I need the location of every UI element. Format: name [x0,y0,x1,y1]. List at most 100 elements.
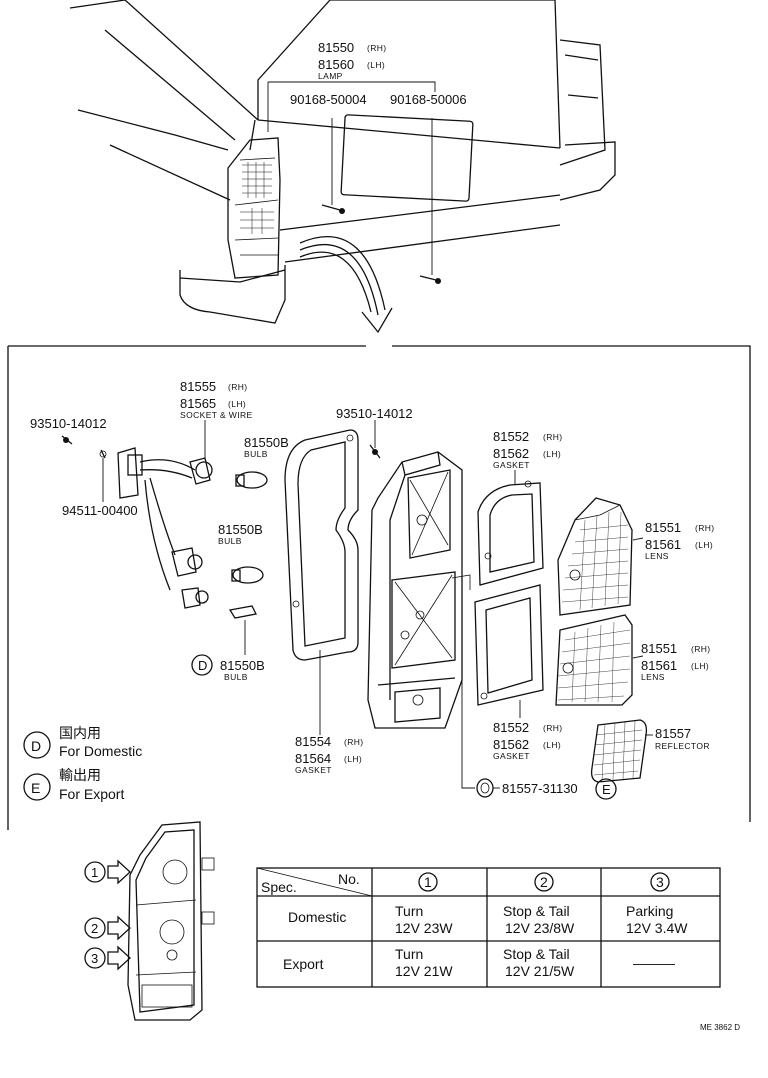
lamp-housing-illustration [367,420,471,729]
svg-text:(LH): (LH) [543,449,561,459]
bulb-illustrations [228,471,268,619]
screw-a-number: 90168-50004 [290,92,367,107]
bulb3-name: BULB [224,672,248,682]
lamp-lh-number: 81560 [318,57,354,72]
cell-domestic-1-a: Turn [395,903,423,919]
lens-low-name: LENS [641,672,665,682]
gasket-up-lh-number: 81562 [493,446,529,461]
svg-text:(LH): (LH) [691,661,709,671]
gaskets-illustration [474,470,544,718]
callout-1: 1 [91,865,98,880]
gasket-outer-lh-number: 81564 [295,751,331,766]
bolt-left-number: 93510-14012 [30,416,107,431]
screw-b-number: 90168-50006 [390,92,467,107]
lenses-illustration [555,497,644,706]
svg-text:(RH): (RH) [695,523,715,533]
figure-code: ME 3862 D [700,1023,740,1032]
reflector-labels: 81557 REFLECTOR 81557-31130 E [502,726,710,800]
bolt-right-number: 93510-14012 [336,406,413,421]
lamp-assembly-label: 81550 (RH) 81560 (LH) LAMP 90168-50004 9… [290,40,467,107]
bulb2-number: 81550B [218,522,263,537]
table-col-3: 3 [656,874,664,890]
lamp-rh-number: 81550 [318,40,354,55]
row-export-label: Export [283,956,324,972]
bulb1-number: 81550B [244,435,289,450]
svg-text:(LH): (LH) [228,399,246,409]
socket-and-wire [61,420,213,609]
housing-bolt-label: 93510-14012 [336,406,413,421]
svg-text:(RH): (RH) [367,43,387,53]
bulb1-name: BULB [244,449,268,459]
cell-export-1-a: Turn [395,946,423,962]
lens-low-lh-number: 81561 [641,658,677,673]
gasket-outer-name: GASKET [295,765,332,775]
row-domestic-label: Domestic [288,909,346,925]
market-legend: D 国内用 For Domestic E 輸出用 For Export [23,725,142,802]
svg-text:(RH): (RH) [228,382,248,392]
cell-domestic-3-a: Parking [626,903,673,919]
gasket-labels: 81552 (RH) 81562 (LH) GASKET 81552 (RH) … [493,429,563,761]
svg-text:(RH): (RH) [543,432,563,442]
legend-d-en: For Domestic [59,743,142,759]
legend-d-jp: 国内用 [59,725,101,741]
reflector-number: 81557 [655,726,691,741]
reflector-name: REFLECTOR [655,741,710,751]
legend-e-en: For Export [59,786,124,802]
socket-labels: 81555 (RH) 81565 (LH) SOCKET & WIRE 9351… [30,379,253,518]
socket-lh-number: 81565 [180,396,216,411]
vehicle-rear-illustration [69,0,616,334]
legend-d-mark: D [31,738,41,754]
svg-text:(RH): (RH) [691,644,711,654]
bulb2-name: BULB [218,536,242,546]
reflector-illustration [461,650,653,798]
gasket-outer-rh-number: 81554 [295,734,331,749]
gasket-low-lh-number: 81562 [493,737,529,752]
table-col-2: 2 [540,874,548,890]
cell-domestic-2-b: 12V 23/8W [505,920,575,936]
nut-number: 94511-00400 [62,503,138,518]
cell-domestic-3-b: 12V 3.4W [626,920,688,936]
gasket-up-name: GASKET [493,460,530,470]
svg-text:(LH): (LH) [344,754,362,764]
cell-export-2-b: 12V 21/5W [505,963,575,979]
grommet-number: 81557-31130 [502,781,578,796]
bulb-spec-table: No. Spec. 1 2 3 Domestic Turn 12V 23W St… [256,867,721,988]
table-corner-spec: Spec. [261,879,297,895]
callout-2: 2 [91,921,98,936]
legend-e-mark: E [31,780,40,796]
callout-3: 3 [91,951,98,966]
table-col-1: 1 [424,874,432,890]
outer-gasket-labels: 81554 (RH) 81564 (LH) GASKET [295,734,364,775]
bulb-labels: 81550B BULB 81550B BULB D 81550B BULB [191,435,289,682]
gasket-up-rh-number: 81552 [493,429,529,444]
svg-text:(LH): (LH) [543,740,561,750]
lens-up-rh-number: 81551 [645,520,681,535]
exploded-view-frame [7,345,751,830]
lens-up-lh-number: 81561 [645,537,681,552]
table-corner-no: No. [338,871,360,887]
outer-gasket-illustration [284,429,359,735]
svg-text:(RH): (RH) [543,723,563,733]
lens-low-rh-number: 81551 [641,641,677,656]
svg-text:(LH): (LH) [695,540,713,550]
svg-text:(LH): (LH) [367,60,385,70]
gasket-low-name: GASKET [493,751,530,761]
svg-text:(RH): (RH) [344,737,364,747]
socket-rh-number: 81555 [180,379,216,394]
cell-export-3-a: ——— [633,955,675,971]
lamp-front-view: 1 2 3 [84,821,215,1021]
lens-labels: 81551 (RH) 81561 (LH) LENS 81551 (RH) 81… [641,520,715,682]
lens-up-name: LENS [645,551,669,561]
cell-export-2-a: Stop & Tail [503,946,570,962]
cell-domestic-1-b: 12V 23W [395,920,453,936]
bulb3-number: 81550B [220,658,265,673]
gasket-low-rh-number: 81552 [493,720,529,735]
bulb3-mark: D [198,658,207,673]
socket-name: SOCKET & WIRE [180,410,253,420]
cell-export-1-b: 12V 21W [395,963,453,979]
legend-e-jp: 輸出用 [59,767,101,783]
lamp-name: LAMP [318,71,343,81]
grommet-mark: E [602,782,611,797]
cell-domestic-2-a: Stop & Tail [503,903,570,919]
